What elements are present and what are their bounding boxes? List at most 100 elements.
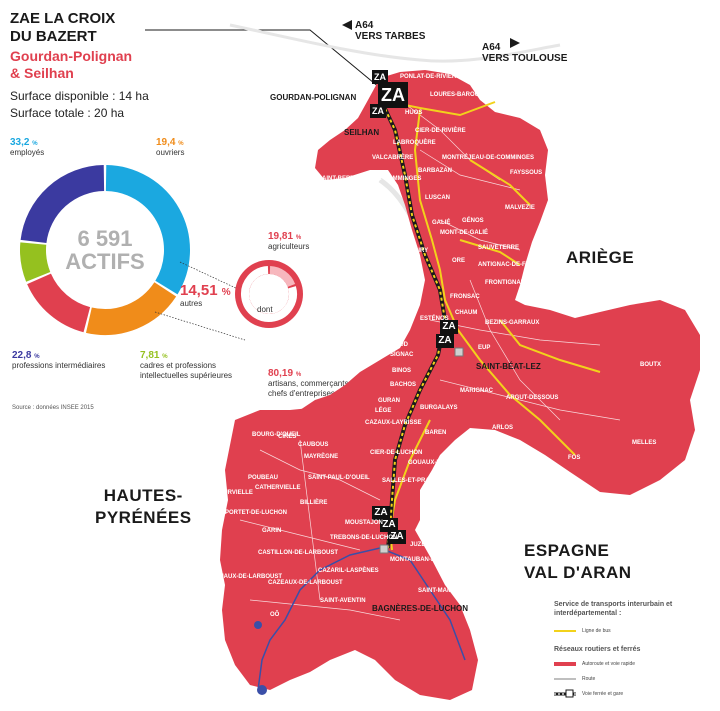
town-arlos: ARLOS: [492, 425, 513, 431]
bus-lines: [379, 99, 601, 551]
label-autres: 14,51 % autres: [180, 282, 231, 308]
town-saint-aventin: SAINT-AVENTIN: [320, 598, 366, 604]
town-boutx: BOUTX: [640, 362, 661, 368]
surface-totale: Surface totale : 20 ha: [10, 106, 125, 120]
town-sode: SODE: [446, 528, 464, 534]
town-bagiry: BAGIRY: [405, 248, 429, 254]
label-ouvriers: 19,4 % ouvriers: [156, 137, 185, 157]
town-loures: LOURES-BAROUSSE: [430, 92, 492, 98]
za-marker-small: ZA: [370, 104, 386, 118]
town-ponlat: PONLAT-DE-RIVIÈRE: [400, 74, 461, 80]
town-gouaux-larboust: GOUAUX-DE-LARBOUST: [210, 574, 282, 580]
river: [257, 547, 466, 691]
town-binos: BINOS: [392, 368, 412, 374]
cat-ouvriers: ouvriers: [156, 148, 185, 157]
pct-cadres: 7,81: [140, 350, 160, 361]
legend-route-label: Route: [582, 676, 596, 682]
page-title: ZAE LA CROIX DU BAZERT: [10, 10, 180, 46]
pct-autres: 14,51: [180, 282, 218, 299]
donut-segment-3: [20, 242, 51, 282]
town-sauveterre: SAUVETERRE: [478, 245, 520, 251]
town-galie: GALIÉ: [432, 220, 451, 226]
town-castillon: CASTILLON-DE-LARBOUST: [258, 550, 338, 556]
town-caubous: CAUBOUS: [298, 442, 329, 448]
town-frontignan: FRONTIGNAN-DE-COMMINGES: [485, 280, 575, 286]
donut-segment-2: [27, 273, 91, 333]
pct-agriculteurs: 19,81: [268, 231, 294, 242]
subtitle-line1: Gourdan-Polignan: [10, 48, 133, 64]
donut-chart: [20, 165, 190, 335]
arrow-tarbes-icon: [342, 20, 352, 30]
town-cathervielle: CATHERVIELLE: [255, 485, 301, 491]
town-poubeau: POUBEAU: [248, 475, 279, 481]
za-marker-main: ZA: [378, 82, 408, 108]
label-a64-toulouse: A64 VERS TOULOUSE: [482, 42, 568, 64]
town-saint-paul: SAINT-PAUL-D'OUEIL: [308, 475, 370, 481]
lake: [254, 621, 262, 629]
territory-south: [220, 405, 478, 700]
town-oo: OÔ: [270, 612, 280, 618]
legend-title: Service de transports interurbain et int…: [554, 601, 673, 617]
town-cier: CIER-DE-RIVIÈRE: [415, 128, 466, 134]
town-antignac-f: ANTIGNAC-DE-FRONTIGNES: [478, 262, 562, 268]
town-genos: GÉNOS: [462, 218, 484, 224]
town-cires: CIRES: [278, 434, 297, 440]
donut-center: 6 591 ACTIFS: [60, 228, 150, 274]
town-mayregne: MAYRÈGNE: [304, 454, 339, 460]
subtitle-line2: & Seilhan: [10, 65, 74, 81]
cat-prof-inter: professions intermédiaires: [12, 361, 106, 370]
label-agriculteurs: 19,81 % agriculteurs: [268, 231, 310, 251]
sub-donut-segment-0: [269, 266, 296, 288]
town-artigue: ARTIGUE: [428, 500, 455, 506]
town-cier-luchon: CIER-DE-LUCHON: [370, 450, 423, 456]
label-a64-tarbes: A64 VERS TARBES: [355, 20, 426, 42]
town-fayssous: FAYSSOUS: [510, 170, 543, 176]
town-melles: MELLES: [632, 440, 657, 446]
town-gouaux: GOUAUX-DE-LUCHON: [408, 460, 473, 466]
pct-prof-inter: 22,8: [12, 350, 32, 361]
town-marignac: MARIGNAC: [460, 388, 493, 394]
town-eup: EUP: [478, 345, 491, 351]
cat-autres: autres: [180, 299, 203, 308]
town-huos: HUOS: [405, 110, 423, 116]
legend-rail-label: Voie ferrée et gare: [582, 691, 624, 697]
source-note: Source : données INSEE 2015: [12, 405, 94, 411]
station-south: [379, 544, 389, 554]
legend-bus-label: Ligne de bus: [582, 628, 611, 634]
town-seilhan: SEILHAN: [344, 128, 380, 137]
za-marker-luchon: ZA: [372, 506, 390, 520]
surface-dispo: Surface disponible : 14 ha: [10, 89, 149, 103]
town-bezins: BEZINS-GARRAUX: [485, 320, 540, 326]
town-signac: SIGNAC: [390, 352, 414, 358]
sub-donut-segment-1: [241, 266, 297, 322]
subtitle: Gourdan-Polignan & Seilhan: [10, 48, 190, 82]
cat-employes: employés: [10, 148, 45, 157]
pct-employes: 33,2: [10, 137, 30, 148]
town-baren: BAREN: [425, 430, 447, 436]
cat-artisans: artisans, commerçants et chefs d'entrepr…: [268, 379, 358, 398]
town-labroquere: LABROQUÈRE: [393, 140, 436, 146]
sub-donut-center: dont: [257, 305, 273, 314]
sub-donut-hole: [249, 274, 289, 314]
region-ariege: ARIÈGE: [566, 248, 635, 267]
za-marker-chaum-2: ZA: [436, 334, 454, 348]
town-malvezie: MALVEZIE: [505, 205, 535, 211]
donut-segment-0: [105, 165, 190, 295]
town-garin: GARIN: [262, 528, 282, 534]
town-bagneres: BAGNÈRES-DE-LUCHON: [372, 604, 468, 613]
donut-segment-4: [20, 165, 105, 244]
town-chaum: CHAUM: [455, 310, 478, 316]
label-prof-inter: 22,8 % professions intermédiaires: [12, 350, 112, 371]
za-marker-small: ZA: [372, 70, 388, 84]
label-artisans: 80,19 % artisans, commerçants et chefs d…: [268, 368, 378, 399]
town-saint-mamet: SAINT-MAMET: [418, 588, 460, 594]
donut-center-value: 6 591: [77, 226, 133, 251]
town-montauban: MONTAUBAN-DE-LUCHON: [390, 557, 467, 563]
region-espagne: ESPAGNE VAL D'ARAN: [524, 541, 632, 582]
za-marker-luchon-3: ZA: [388, 530, 406, 544]
town-cazaux: CAZAUX-LAYRISSE: [365, 420, 422, 426]
cat-cadres: cadres et professions intellectuelles su…: [140, 361, 233, 380]
